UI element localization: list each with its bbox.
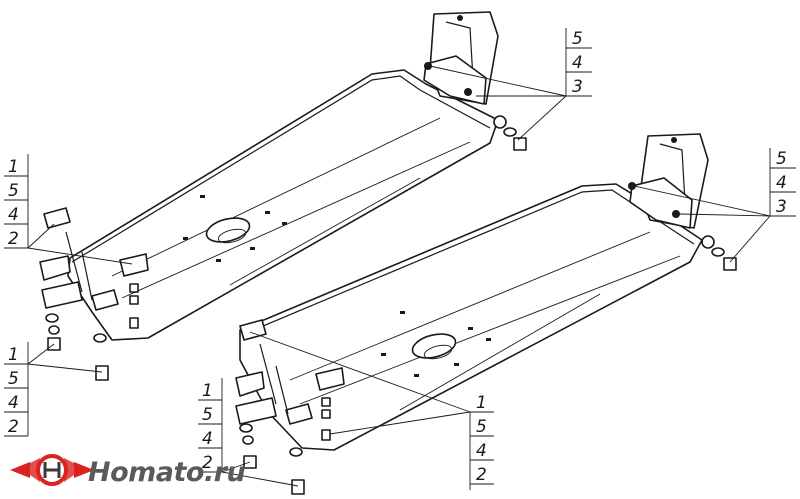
callout-label: 4 <box>202 429 213 449</box>
callout-label: 4 <box>8 393 19 413</box>
lower-skid-plate <box>235 133 737 495</box>
callout-label: 2 <box>202 453 213 473</box>
callout-label: 2 <box>476 465 487 485</box>
callout-label: 4 <box>572 53 583 73</box>
callout-label: 4 <box>776 173 787 193</box>
callout-bottom-middle: 1 5 4 2 <box>198 378 223 473</box>
callout-label: 1 <box>476 393 487 413</box>
callout-label: 1 <box>8 345 19 365</box>
callout-label: 3 <box>572 77 583 97</box>
callout-label: 2 <box>8 417 19 437</box>
callout-label: 5 <box>8 369 19 389</box>
callout-label: 1 <box>8 157 19 177</box>
leader-lines <box>27 65 771 487</box>
callout-label: 5 <box>8 181 19 201</box>
callout-label: 5 <box>476 417 487 437</box>
callout-label: 1 <box>202 381 213 401</box>
callout-label: 3 <box>776 197 787 217</box>
callout-label: 5 <box>776 149 787 169</box>
callout-label: 4 <box>476 441 487 461</box>
callout-label: 5 <box>202 405 213 425</box>
callout-right: 5 4 3 <box>769 148 796 217</box>
callout-label: 4 <box>8 205 19 225</box>
homato-logo: Homato.ru <box>10 454 246 488</box>
callout-center: 1 5 4 2 <box>469 393 494 490</box>
callout-upper-left: 1 5 4 2 <box>4 154 29 249</box>
callout-label: 2 <box>8 229 19 249</box>
callout-label: 5 <box>572 29 583 49</box>
callout-lower-left: 1 5 4 2 <box>4 342 29 437</box>
callout-upper-right: 5 4 3 <box>565 28 592 97</box>
logo-text: Homato.ru <box>88 457 246 488</box>
